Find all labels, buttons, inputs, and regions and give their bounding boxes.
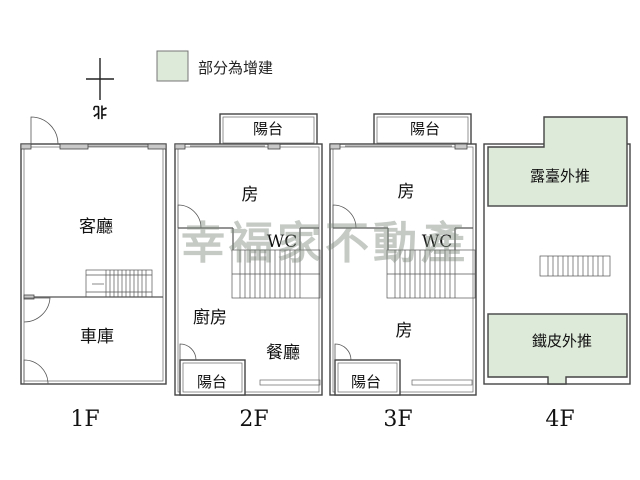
legend-label: 部分為增建 [198, 59, 273, 77]
stair-2f-icon [231, 249, 321, 299]
room-4f-iron: 鐵皮外推 [532, 332, 592, 350]
balcony-3f-bottom [334, 359, 401, 396]
room-2f-balcony-bottom: 陽台 [197, 373, 227, 391]
balcony-2f-top [219, 113, 318, 147]
room-3f-room-bottom: 房 [396, 321, 413, 341]
terrace-4f-added [487, 116, 628, 207]
floor-label-1f: 1F [70, 407, 99, 432]
floor-3f: 陽台 房 WC 房 陽台 [329, 113, 477, 396]
legend: 部分為增建 [156, 50, 273, 82]
room-2f-wc: WC [267, 232, 297, 252]
room-2f-balcony-top: 陽台 [253, 120, 283, 138]
door-2f-balcony-icon [179, 343, 197, 361]
iron-4f-added [487, 313, 628, 385]
stair-3f-icon [386, 249, 476, 299]
floor-label-2f: 2F [239, 407, 268, 432]
floor-2f: 陽台 房 WC 廚房 餐廳 陽台 [174, 113, 323, 396]
door-1f-garage-icon [23, 297, 51, 323]
room-2f-room: 房 [242, 185, 259, 205]
room-3f-room-top: 房 [398, 182, 415, 202]
floor-1f: 客廳 車庫 [20, 116, 167, 385]
stair-1f-icon [85, 269, 153, 298]
floor-2f-outline [174, 143, 323, 396]
room-1f-garage: 車庫 [80, 327, 114, 347]
room-1f-living: 客廳 [79, 217, 113, 237]
balcony-3f-top [373, 113, 472, 147]
room-3f-balcony-bottom: 陽台 [351, 373, 381, 391]
floor-3f-outline [329, 143, 477, 396]
floor-1f-outline [20, 143, 167, 385]
room-3f-balcony-top: 陽台 [410, 120, 440, 138]
room-4f-terrace: 露臺外推 [530, 167, 590, 185]
watermark-text: 幸福家不動產 [181, 218, 469, 269]
floor-label-4f: 4F [545, 407, 574, 432]
floor-4f: 露臺外推 鐵皮外推 [483, 116, 631, 385]
room-3f-wc: WC [422, 232, 452, 252]
door-1f-bottom-icon [23, 359, 49, 385]
balcony-2f-bottom [179, 359, 246, 396]
floor-label-3f: 3F [383, 407, 412, 432]
room-2f-kitchen: 廚房 [193, 307, 227, 328]
door-2f-room-icon [177, 204, 202, 229]
door-3f-room-icon [332, 204, 357, 229]
door-1f-entry-icon [30, 116, 59, 145]
north-label: 北 [93, 103, 107, 119]
room-2f-dining: 餐廳 [266, 343, 300, 363]
legend-swatch [156, 50, 189, 82]
door-3f-balcony-icon [334, 343, 352, 361]
stair-4f-icon [539, 255, 611, 277]
north-arrow: 北 [86, 58, 114, 119]
